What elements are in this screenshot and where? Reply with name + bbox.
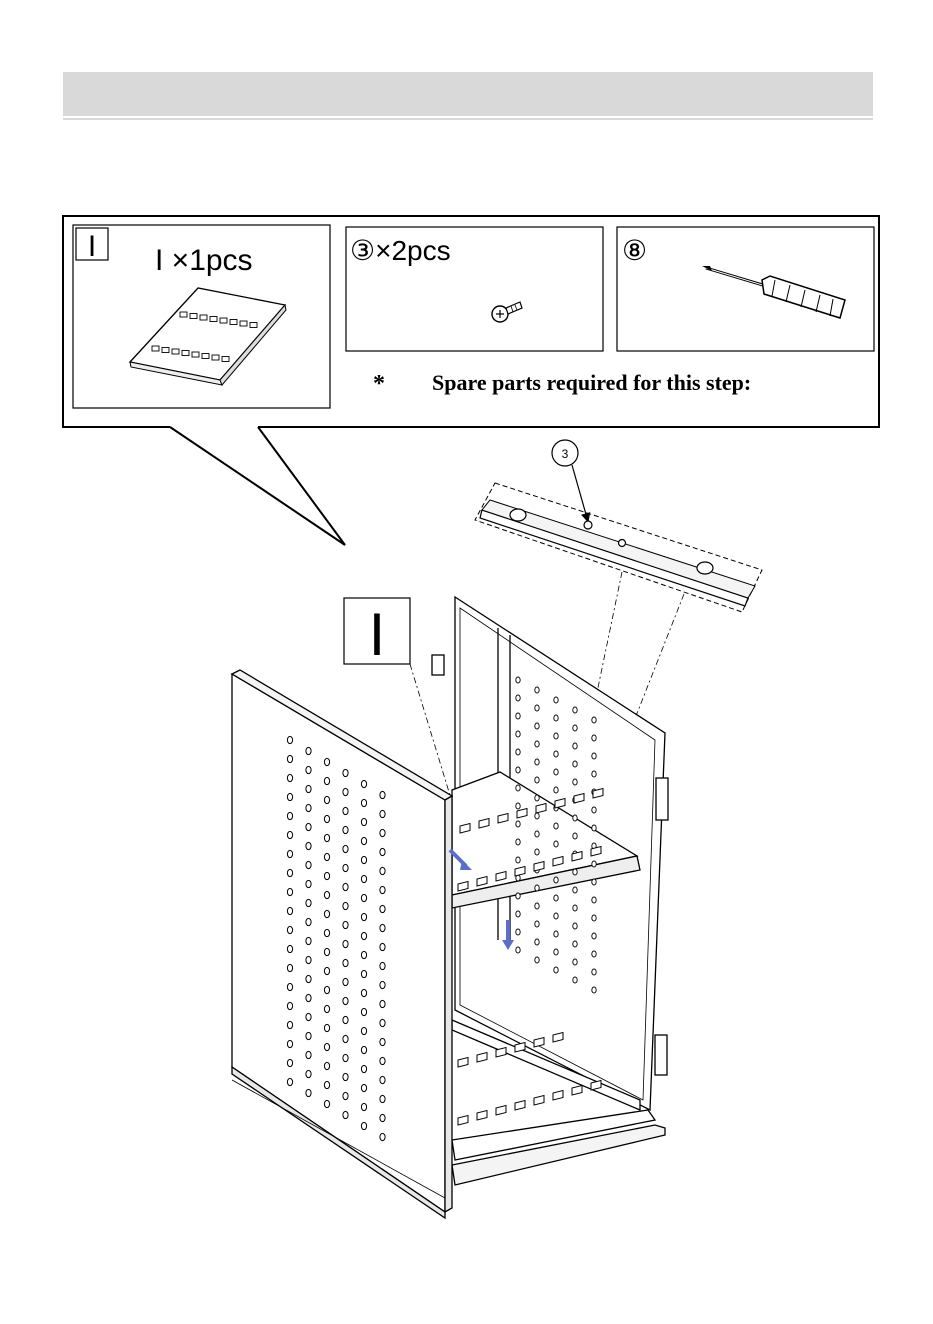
screw-callout: 3 bbox=[552, 440, 587, 518]
part-3-quantity: ③×2pcs bbox=[350, 235, 451, 266]
part-8-number: ⑧ bbox=[622, 235, 647, 266]
panel-i-label: I bbox=[369, 601, 386, 668]
part-3-box: ③×2pcs bbox=[346, 227, 603, 351]
part-i-quantity: I ×1pcs bbox=[155, 244, 253, 277]
note-text: Spare parts required for this step: bbox=[432, 370, 751, 395]
part-i-box: I I ×1pcs bbox=[73, 225, 330, 408]
part-8-box: ⑧ bbox=[617, 227, 874, 351]
screw-callout-number: 3 bbox=[562, 447, 569, 461]
cabinet bbox=[232, 597, 668, 1218]
note-asterisk: * bbox=[373, 371, 385, 397]
part-i-tag: I bbox=[88, 230, 96, 263]
